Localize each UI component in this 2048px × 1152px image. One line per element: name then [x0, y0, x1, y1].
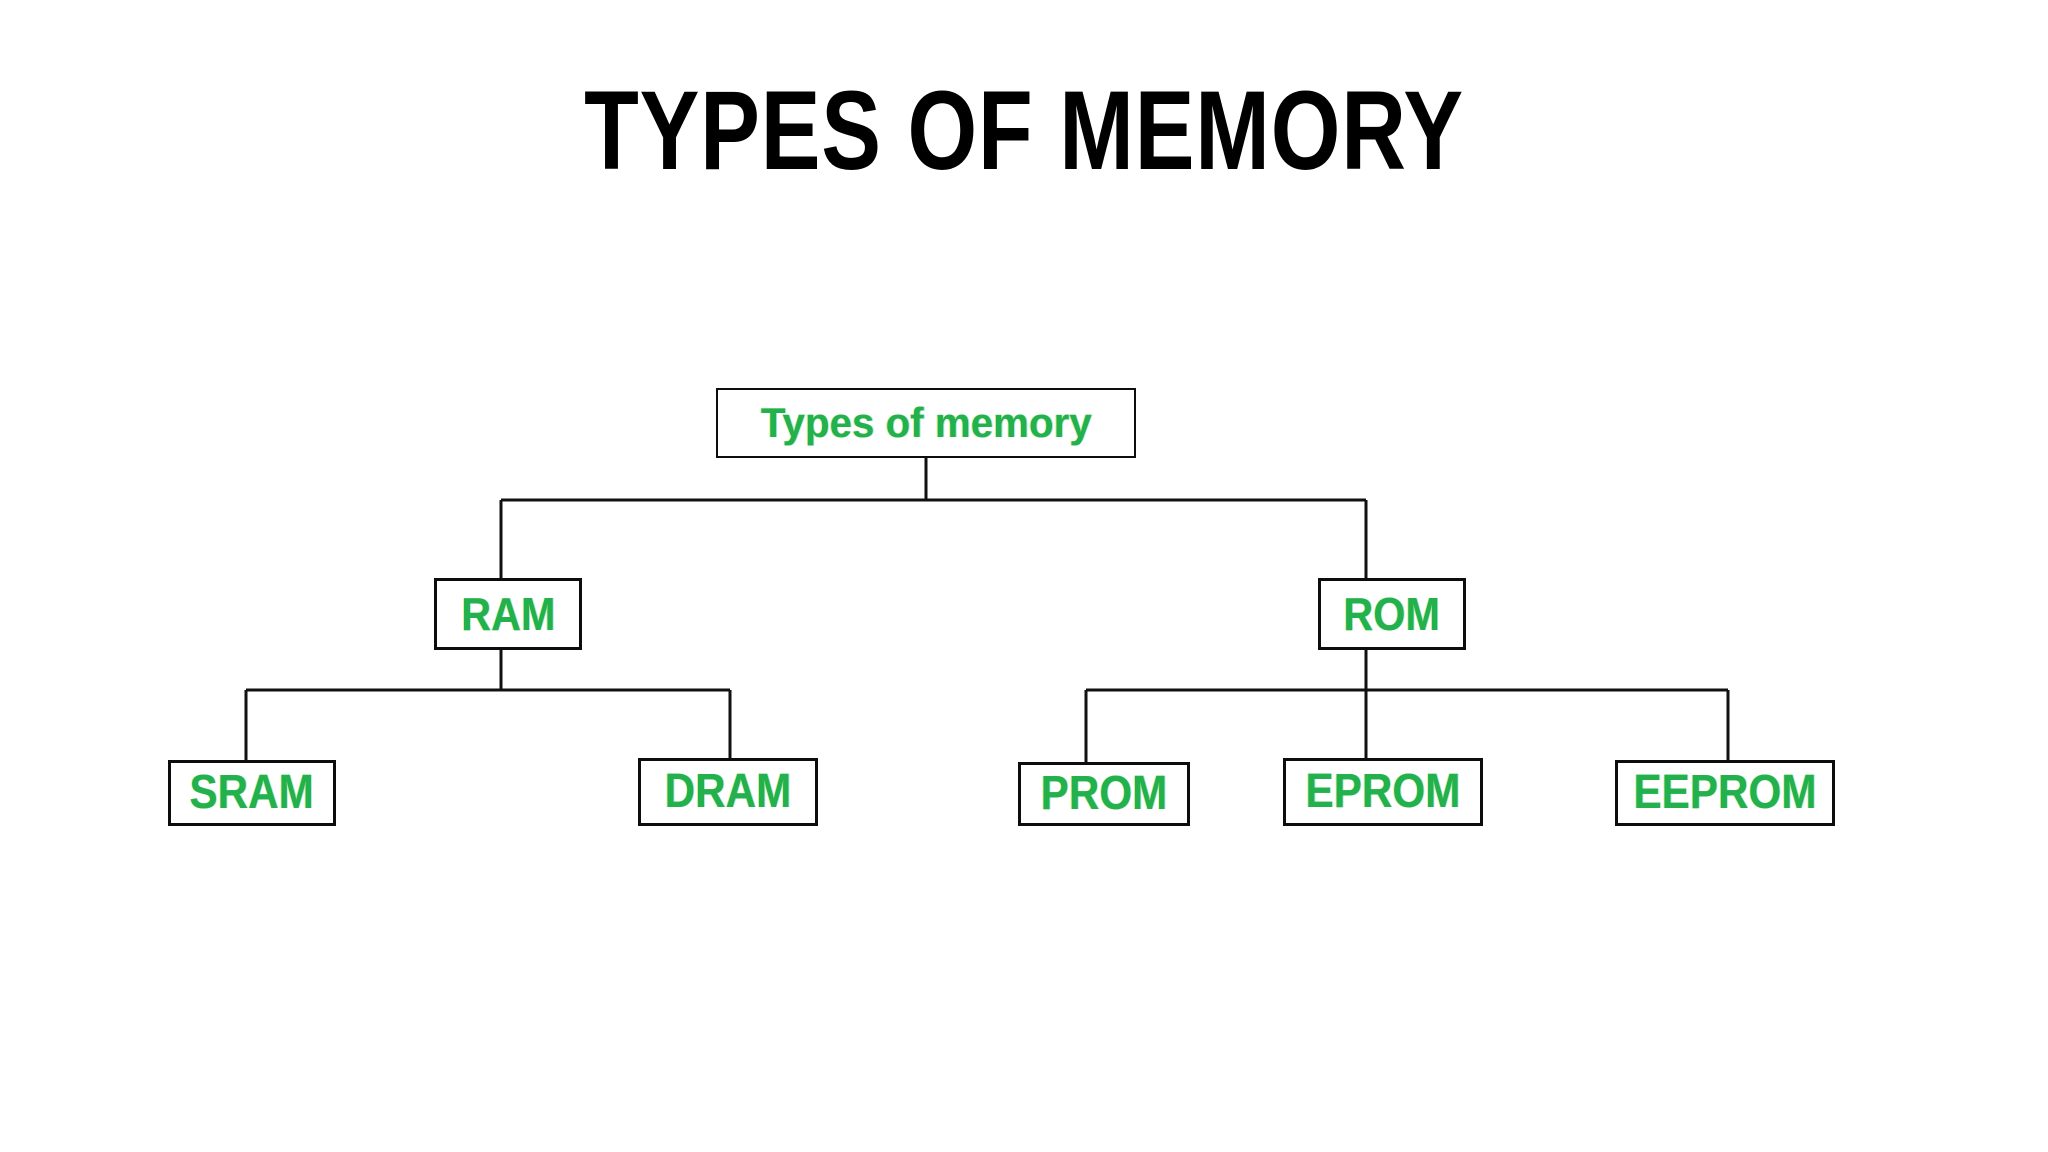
tree-node-label-sram: SRAM [189, 766, 315, 819]
tree-node-label-root: Types of memory [760, 399, 1092, 446]
tree-node-label-dram: DRAM [664, 765, 792, 818]
tree-node-prom[interactable]: PROM [1018, 762, 1190, 826]
tree-node-eeprom[interactable]: EEPROM [1615, 760, 1835, 826]
tree-node-label-rom: ROM [1343, 588, 1441, 640]
tree-node-label-eprom: EPROM [1305, 765, 1461, 818]
tree-node-label-prom: PROM [1040, 767, 1168, 820]
tree-node-sram[interactable]: SRAM [168, 760, 336, 826]
page-title: TYPES OF MEMORY [584, 68, 1464, 193]
tree-node-label-eeprom: EEPROM [1633, 766, 1817, 819]
tree-node-dram[interactable]: DRAM [638, 758, 818, 826]
tree-node-root[interactable]: Types of memory [716, 388, 1136, 458]
tree-node-eprom[interactable]: EPROM [1283, 758, 1483, 826]
tree-node-label-ram: RAM [460, 588, 556, 640]
tree-node-ram[interactable]: RAM [434, 578, 582, 650]
tree-node-rom[interactable]: ROM [1318, 578, 1466, 650]
